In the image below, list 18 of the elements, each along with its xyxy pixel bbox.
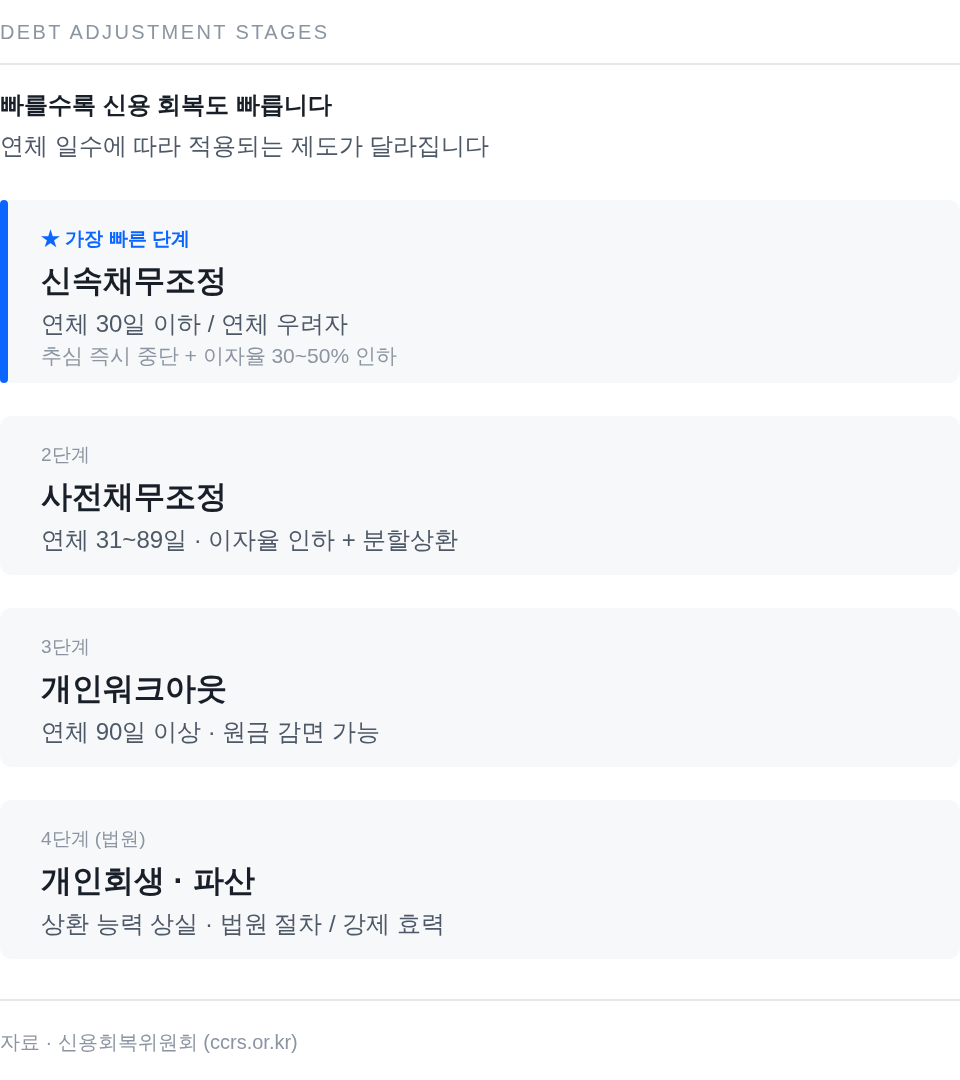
stage-name: 신속채무조정 [41,262,227,300]
stage-tag: 4단계 (법원) [41,825,146,853]
stage-tag: ★ 가장 빠른 단계 [41,225,190,253]
stage-card [0,200,960,383]
stage-name: 개인워크아웃 [41,670,227,708]
stage-condition: 연체 30일 이하 / 연체 우려자 [41,309,348,339]
stage-condition: 상환 능력 상실 · 법원 절차 / 강제 효력 [41,909,445,939]
stage-benefit: 추심 즉시 중단 + 이자율 30~50% 인하 [41,343,397,369]
section-kicker: DEBT ADJUSTMENT STAGES [0,20,330,45]
stage-tag: 3단계 [41,633,90,661]
stage-tag: 2단계 [41,441,90,469]
headline: 빠를수록 신용 회복도 빠릅니다 [0,90,332,120]
stage-name: 개인회생 · 파산 [41,862,255,900]
stage-name: 사전채무조정 [41,478,227,516]
stage-condition: 연체 90일 이상 · 원금 감면 가능 [41,717,380,747]
subtitle: 연체 일수에 따라 적용되는 제도가 달라집니다 [0,131,490,161]
source-note: 자료 · 신용회복위원회 (ccrs.or.kr) [0,1030,298,1055]
stage-condition: 연체 31~89일 · 이자율 인하 + 분할상환 [41,525,459,555]
